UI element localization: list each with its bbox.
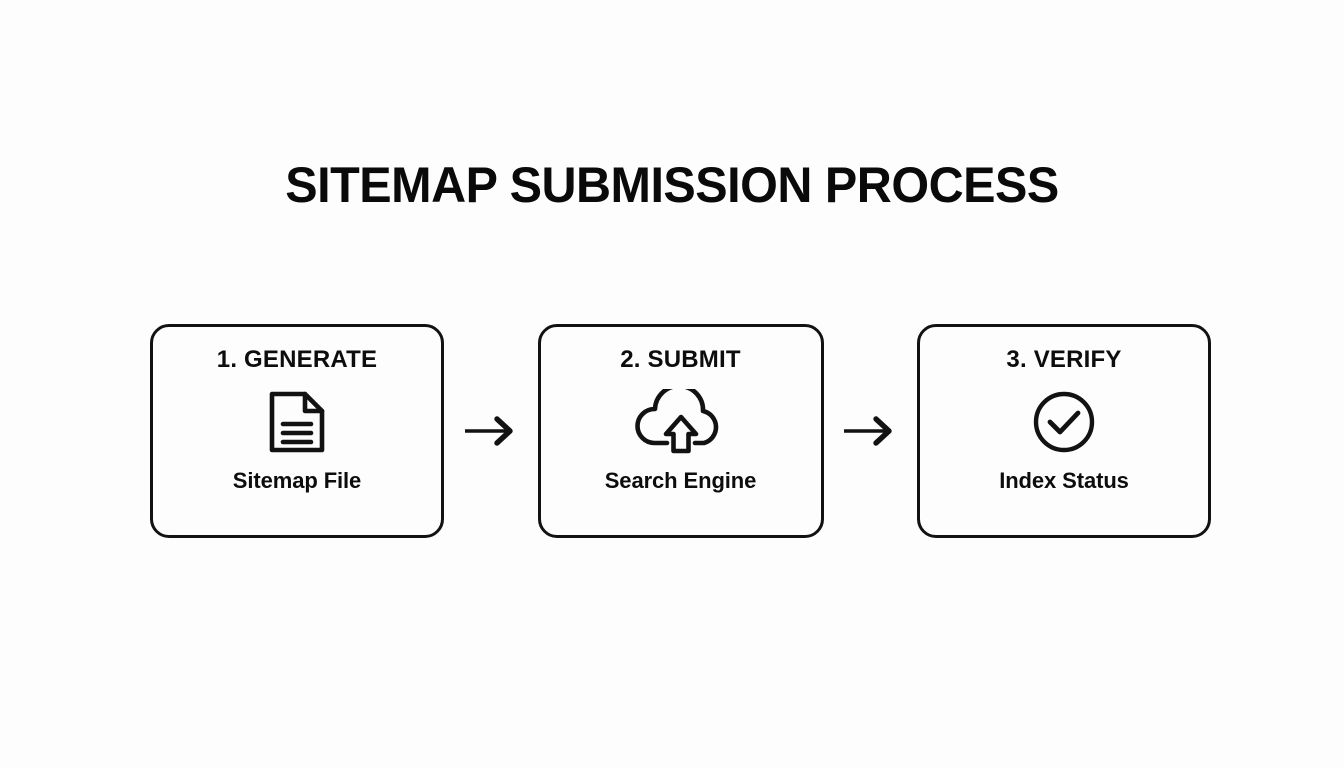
step-caption: Index Status <box>999 468 1129 493</box>
check-circle-icon <box>1032 389 1096 455</box>
step-heading: 1. GENERATE <box>216 346 378 373</box>
document-file-icon <box>266 389 328 455</box>
step-heading: 3. VERIFY <box>1006 346 1122 373</box>
cloud-upload-icon <box>633 389 729 455</box>
page-title: SITEMAP SUBMISSION PROCESS <box>285 157 1059 213</box>
process-flow: 1. GENERATE Sitemap File 2. SUBMIT <box>150 323 1211 539</box>
step-card-generate[interactable]: 1. GENERATE Sitemap File <box>150 324 444 538</box>
step-card-submit[interactable]: 2. SUBMIT Search Engine <box>537 324 824 538</box>
step-caption: Sitemap File <box>232 468 362 493</box>
step-card-verify[interactable]: 3. VERIFY Index Status <box>917 324 1211 538</box>
step-caption: Search Engine <box>604 468 757 493</box>
step-heading: 2. SUBMIT <box>620 346 741 373</box>
arrow-right-icon <box>842 411 898 451</box>
arrow-right-icon <box>463 411 519 451</box>
